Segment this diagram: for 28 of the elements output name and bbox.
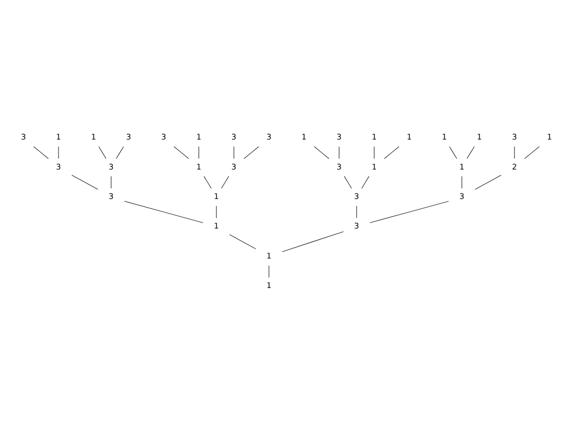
connector (356, 205, 357, 218)
connector (33, 146, 49, 158)
connector (124, 200, 204, 223)
connector (216, 205, 217, 218)
connector (72, 174, 98, 190)
connector (314, 146, 330, 158)
connector (466, 146, 475, 158)
connector (370, 200, 449, 223)
connector (244, 146, 260, 158)
connector (344, 176, 352, 188)
connector (221, 176, 230, 188)
connector (110, 176, 112, 188)
connector (384, 146, 400, 158)
connector (268, 264, 270, 278)
connector (338, 146, 340, 158)
connector (198, 146, 200, 158)
connector (116, 146, 124, 158)
connector (98, 146, 106, 158)
connector (229, 234, 256, 249)
connector (524, 146, 540, 158)
connector (282, 230, 344, 252)
connector (474, 174, 502, 190)
connector (174, 146, 189, 158)
connector (449, 146, 458, 158)
connector (361, 176, 370, 188)
connector (514, 146, 515, 158)
connector (204, 176, 212, 188)
connector (58, 146, 59, 158)
